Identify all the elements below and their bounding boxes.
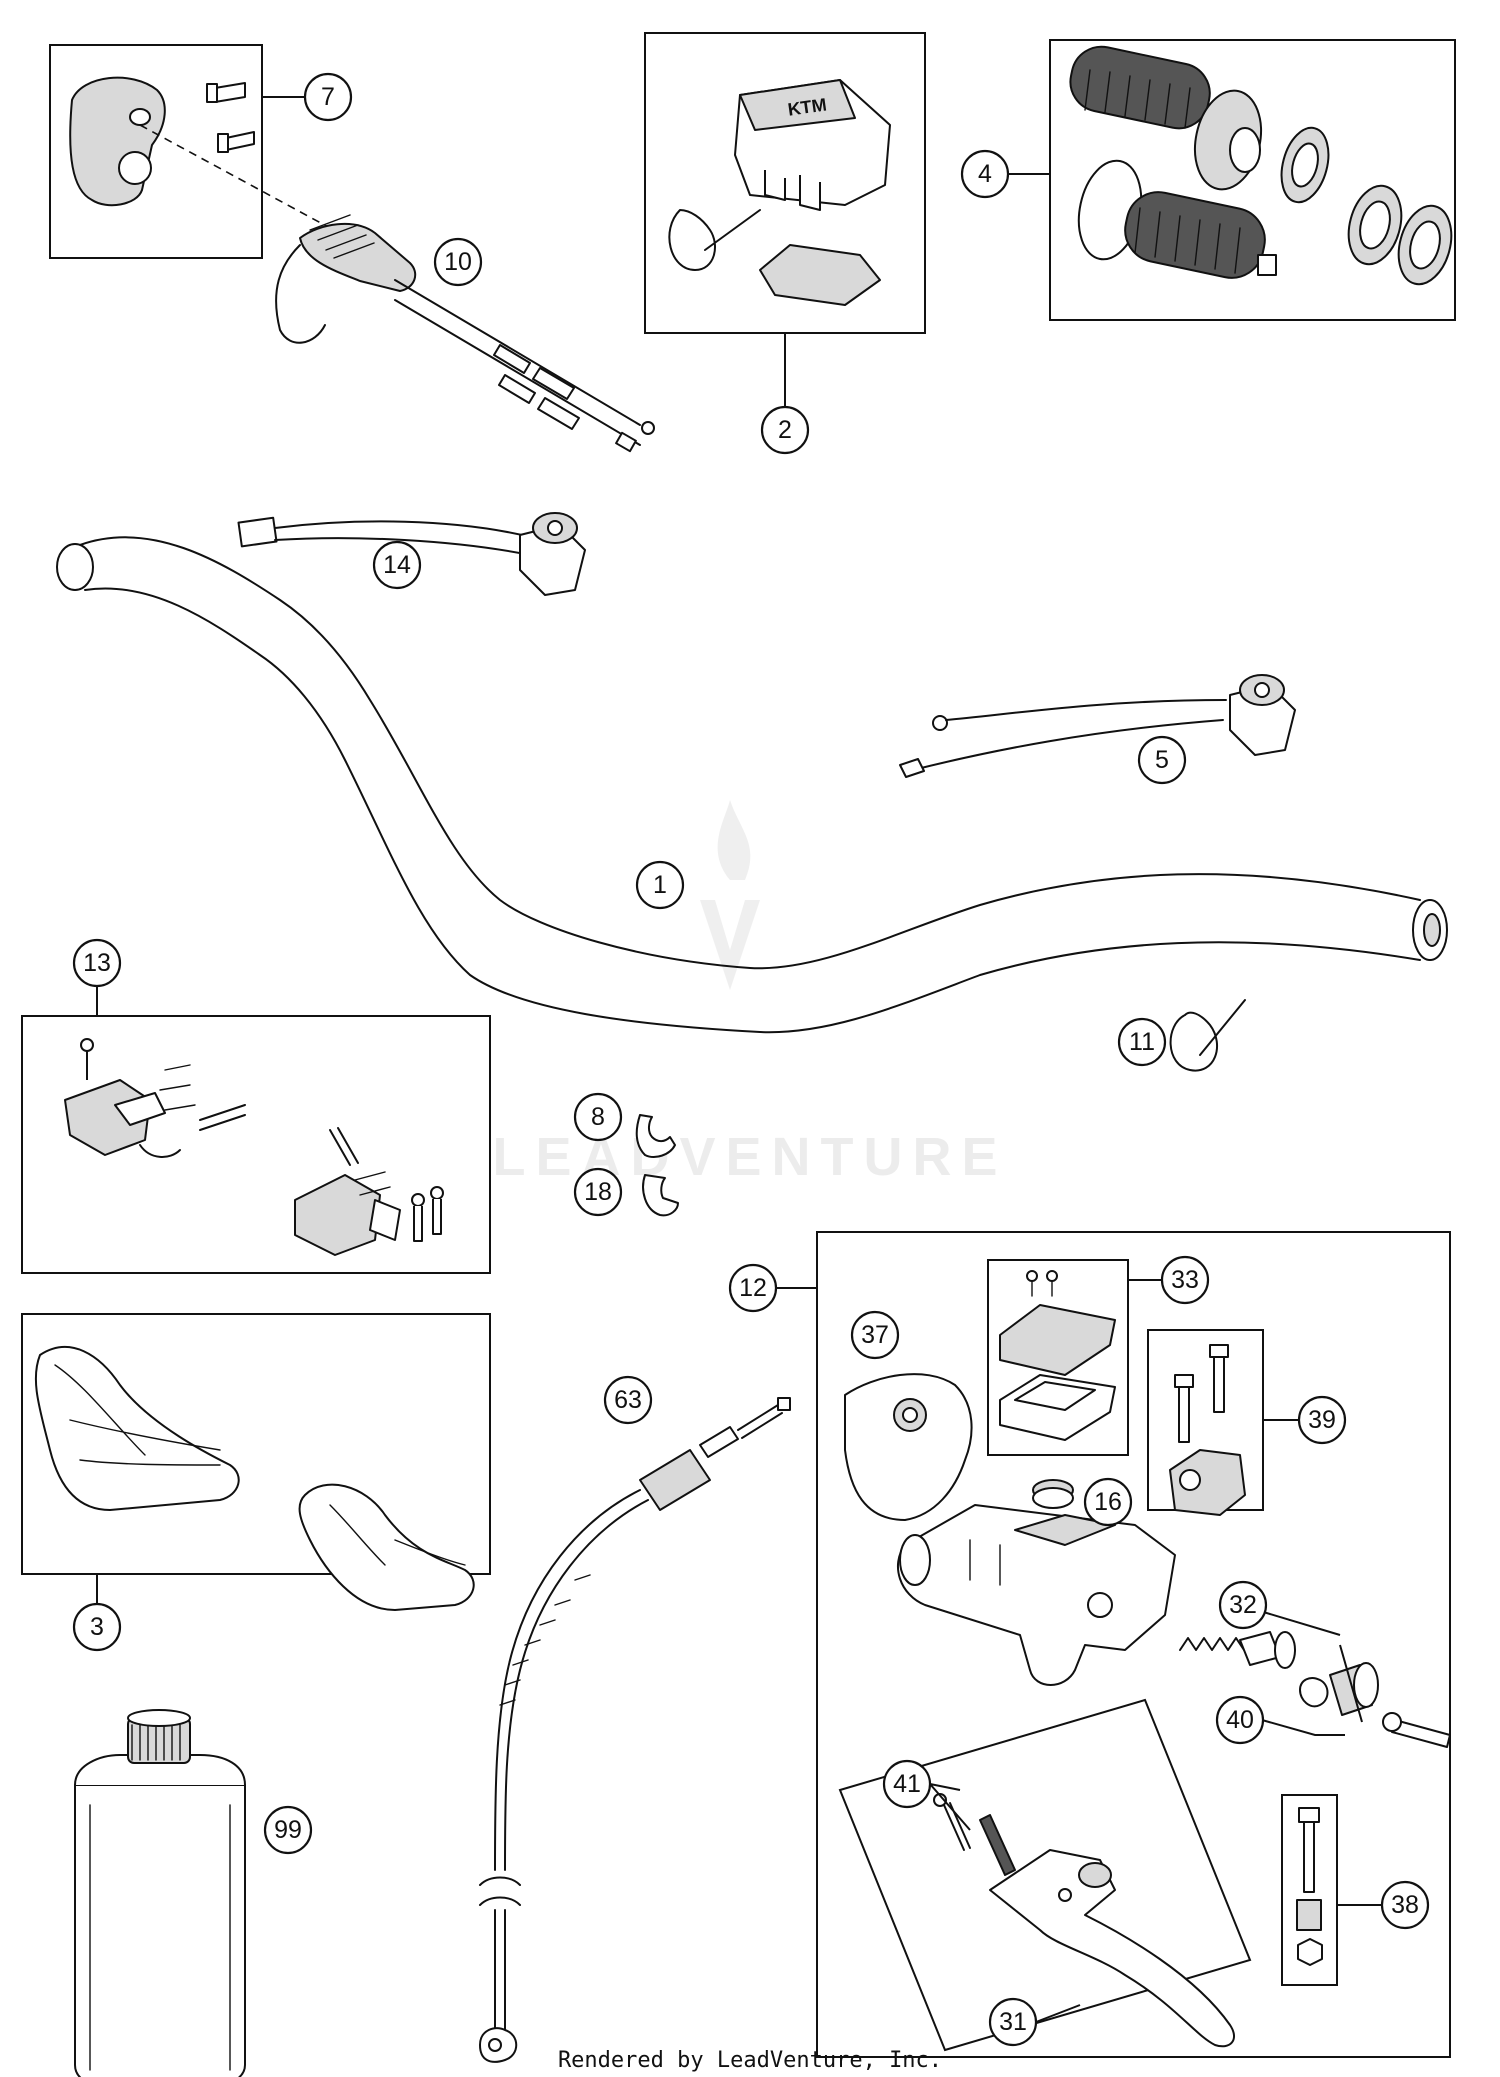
svg-text:13: 13	[83, 949, 111, 977]
callout-63[interactable]: 63	[603, 1375, 653, 1425]
callout-12[interactable]: 12	[728, 1263, 778, 1313]
svg-text:41: 41	[893, 1770, 921, 1798]
svg-text:32: 32	[1229, 1591, 1257, 1619]
part-group-3	[21, 1313, 491, 1611]
callout-41[interactable]: 41	[882, 1759, 932, 1809]
callout-31[interactable]: 31	[988, 1997, 1038, 2047]
throttle-cable-assembly	[275, 214, 655, 453]
part-group-4	[1007, 39, 1456, 321]
box-4	[1049, 39, 1456, 321]
box-33	[987, 1259, 1129, 1456]
reservoir-cap	[999, 1270, 1116, 1441]
clamp-bolts	[1169, 1344, 1246, 1516]
callout-14[interactable]: 14	[372, 540, 422, 590]
box-13	[21, 1015, 491, 1274]
svg-text:38: 38	[1391, 1891, 1419, 1919]
part-group-13	[21, 1015, 491, 1274]
grip-rings	[1347, 184, 1453, 286]
svg-text:63: 63	[614, 1386, 642, 1414]
lever-protector-37	[844, 1373, 973, 1521]
callout-32[interactable]: 32	[1218, 1580, 1268, 1630]
callout-39[interactable]: 39	[1297, 1395, 1347, 1445]
svg-text:1: 1	[653, 871, 667, 899]
piston-spring-32	[1179, 1631, 1296, 1669]
callout-33[interactable]: 33	[1160, 1255, 1210, 1305]
svg-text:8: 8	[591, 1103, 605, 1131]
callout-37[interactable]: 37	[850, 1310, 900, 1360]
hand-guard-right	[298, 1483, 475, 1611]
part-group-2: KTM	[644, 32, 926, 408]
callout-13[interactable]: 13	[72, 938, 122, 988]
svg-text:18: 18	[584, 1178, 612, 1206]
svg-text:31: 31	[999, 2008, 1027, 2036]
start-button-5	[899, 674, 1296, 778]
svg-text:5: 5	[1155, 746, 1169, 774]
handlebar-1	[56, 536, 1448, 1034]
svg-text:40: 40	[1226, 1706, 1254, 1734]
brake-line-63	[479, 1397, 791, 2063]
svg-text:16: 16	[1094, 1488, 1122, 1516]
leadventure-watermark: LEADVENTURE	[492, 800, 1007, 1187]
reservoir-plug-16	[1032, 1479, 1074, 1509]
throttle-housing-cap	[69, 76, 166, 207]
callout-10[interactable]: 10	[433, 237, 483, 287]
clamp-right	[294, 1127, 444, 1256]
svg-text:14: 14	[383, 551, 411, 579]
lever-31	[933, 1793, 1235, 2048]
callout-18[interactable]: 18	[573, 1167, 623, 1217]
box-3	[21, 1313, 491, 1575]
svg-text:12: 12	[739, 1274, 767, 1302]
throttle-tube-ring	[1280, 126, 1330, 204]
piston-kit-40	[1299, 1662, 1451, 1748]
svg-text:4: 4	[978, 160, 992, 188]
part-group-7	[49, 44, 331, 259]
pivot-bolt-38	[1296, 1807, 1323, 1966]
master-cylinder-body	[896, 1504, 1176, 1686]
callout-4[interactable]: 4	[960, 149, 1010, 199]
housing-bore	[118, 151, 152, 185]
box-lever	[838, 1698, 1252, 2052]
callout-3[interactable]: 3	[72, 1602, 122, 1652]
svg-text:99: 99	[274, 1816, 302, 1844]
svg-text:7: 7	[321, 83, 335, 111]
hose-clip-8	[635, 1114, 676, 1158]
svg-text:3: 3	[90, 1613, 104, 1641]
svg-text:37: 37	[861, 1321, 889, 1349]
grip-upper	[1069, 45, 1262, 191]
callout-5[interactable]: 5	[1137, 735, 1187, 785]
footer-credit: Rendered by LeadVenture, Inc.	[558, 2048, 942, 2073]
box-12	[816, 1231, 1451, 2058]
callout-99[interactable]: 99	[263, 1805, 313, 1855]
callout-38[interactable]: 38	[1380, 1880, 1430, 1930]
clamp-left	[64, 1038, 246, 1158]
callout-40[interactable]: 40	[1215, 1695, 1265, 1745]
box-38	[1281, 1794, 1338, 1986]
grip-lower	[1077, 159, 1277, 279]
svg-text:2: 2	[778, 416, 792, 444]
svg-text:10: 10	[444, 248, 472, 276]
svg-text:11: 11	[1129, 1028, 1155, 1056]
callout-8[interactable]: 8	[573, 1092, 623, 1142]
svg-text:33: 33	[1171, 1266, 1199, 1294]
callout-7[interactable]: 7	[303, 72, 353, 122]
callout-2[interactable]: 2	[760, 405, 810, 455]
cable-tie-11	[1169, 999, 1246, 1072]
screw-pair-7	[206, 82, 255, 153]
callout-1[interactable]: 1	[635, 860, 685, 910]
part-group-12	[816, 1231, 1451, 2058]
housing-hole	[129, 108, 151, 126]
box-7	[49, 44, 263, 259]
callout-16[interactable]: 16	[1083, 1477, 1133, 1527]
hand-guard-left	[34, 1345, 240, 1511]
watermark-text: LEADVENTURE	[492, 1127, 1007, 1187]
kill-switch-14	[237, 512, 586, 596]
svg-text:39: 39	[1308, 1406, 1336, 1434]
brake-fluid-can-99	[74, 1709, 246, 2077]
callout-11[interactable]: 11	[1117, 1017, 1167, 1067]
hose-clip-18	[642, 1174, 679, 1217]
cable-tie-2	[668, 209, 761, 271]
cover-gasket	[759, 244, 881, 306]
